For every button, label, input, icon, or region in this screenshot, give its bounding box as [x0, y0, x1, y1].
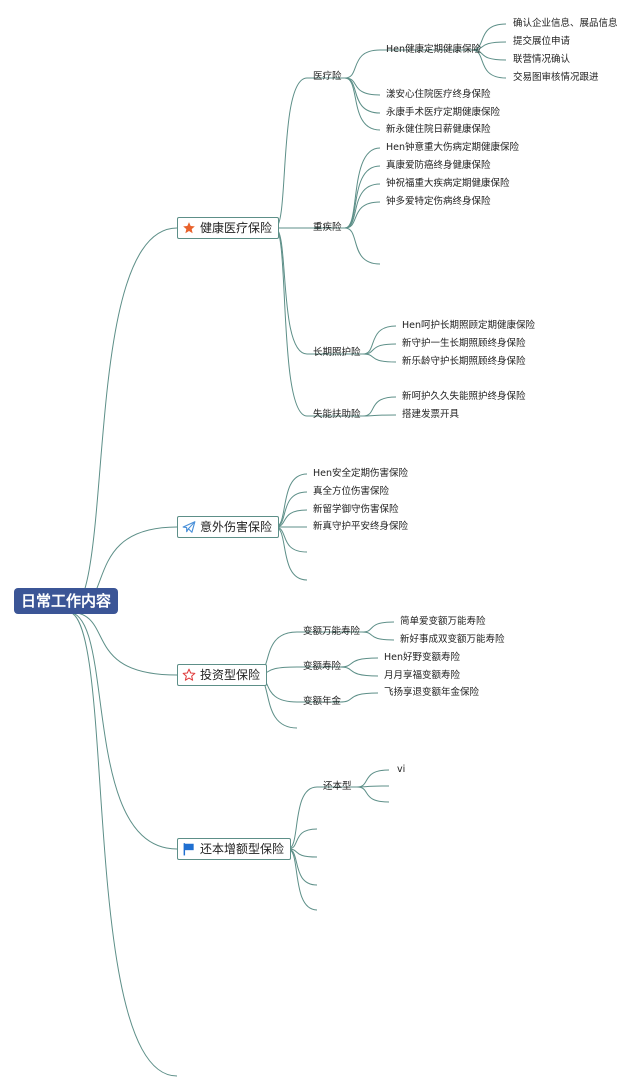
node-long-term-care[interactable]: 长期照护险 [313, 347, 361, 358]
variable-connector [339, 657, 379, 668]
branch-label: 还本增额型保险 [200, 842, 285, 856]
star-icon [182, 221, 196, 235]
root-connector [67, 611, 178, 850]
critical-connector [344, 147, 381, 229]
branch-label: 健康医疗保险 [200, 221, 273, 235]
ltc-connector [362, 353, 397, 363]
refund-connector [287, 848, 318, 911]
node-universal-life[interactable]: 变额万能寿险 [303, 626, 361, 637]
leaf-item[interactable]: 真康爱防癌终身健康保险 [386, 160, 491, 171]
leaf-item[interactable]: 新乐龄守护长期照顾终身保险 [402, 356, 526, 367]
leaf-item[interactable]: 提交展位申请 [513, 36, 571, 47]
leaf-item[interactable]: 新好事成双变额万能寿险 [400, 634, 505, 645]
leaf-item[interactable]: 联营情况确认 [513, 54, 571, 65]
leaf-item[interactable]: 新呵护久久失能照护终身保险 [402, 391, 526, 402]
accident-connector [274, 526, 308, 581]
root-connector [67, 611, 178, 676]
health-connector [274, 227, 308, 355]
leaf-item[interactable]: 月月享福变额寿险 [384, 670, 461, 681]
leaf-item[interactable]: 新真守护平安终身保险 [313, 521, 409, 532]
critical-connector [344, 183, 381, 229]
leaf-item[interactable]: 永康手术医疗定期健康保险 [386, 107, 501, 118]
node-medical-sub[interactable]: Hen健康定期健康保险 [386, 44, 482, 55]
node-disability[interactable]: 失能扶助险 [313, 409, 361, 420]
root-connector [67, 611, 178, 1077]
medical-connector [344, 49, 381, 79]
branch-accident-insurance[interactable]: 意外伤害保险 [177, 516, 280, 538]
medical-connector [344, 77, 381, 131]
leaf-item[interactable]: Hen钟意重大伤病定期健康保险 [386, 142, 520, 153]
leaf-item[interactable]: vi [397, 764, 406, 775]
node-refund-type[interactable]: 还本型 [323, 781, 352, 792]
annuity-connector [339, 692, 379, 703]
variable-connector [339, 666, 379, 677]
ltc-connector [362, 325, 397, 355]
node-medical[interactable]: 医疗险 [313, 71, 342, 82]
leaf-item[interactable]: 交易图审核情况跟进 [513, 72, 599, 83]
leaf-item[interactable]: 简单爱变额万能寿险 [400, 616, 486, 627]
health-connector [274, 77, 308, 229]
star-outline-icon [182, 668, 196, 682]
branch-refund-insurance[interactable]: 还本增额型保险 [177, 838, 292, 860]
branch-label: 投资型保险 [200, 668, 261, 682]
health-connector [274, 227, 308, 417]
disability-connector [362, 414, 397, 417]
critical-connector [344, 227, 381, 265]
accident-connector [274, 491, 308, 528]
medical-sub-connector [471, 49, 507, 79]
critical-connector [344, 165, 381, 229]
branch-health-insurance[interactable]: 健康医疗保险 [177, 217, 280, 239]
node-variable-life[interactable]: 变额寿险 [303, 661, 342, 672]
leaf-item[interactable]: 搭建发票开具 [402, 409, 460, 420]
refund-connector [287, 786, 318, 850]
root-connector [67, 227, 178, 613]
branch-label: 意外伤害保险 [200, 520, 273, 534]
disability-connector [362, 396, 397, 417]
universal-connector [361, 621, 395, 633]
root-node[interactable]: 日常工作内容 [14, 588, 118, 614]
refund-connector [287, 848, 318, 886]
leaf-item[interactable]: 确认企业信息、展品信息 [513, 18, 618, 29]
refund-type-connector [356, 786, 390, 803]
leaf-item[interactable]: 钟祝福重大疾病定期健康保险 [386, 178, 510, 189]
leaf-item[interactable]: 新永健住院日薪健康保险 [386, 124, 491, 135]
branch-investment-insurance[interactable]: 投资型保险 [177, 664, 268, 686]
leaf-item[interactable]: 钟多爱特定伤病终身保险 [386, 196, 491, 207]
flag-icon [182, 842, 196, 856]
universal-connector [361, 631, 395, 641]
leaf-item[interactable]: 新留学御守伤害保险 [313, 504, 399, 515]
leaf-item[interactable]: 飞扬享退变额年金保险 [384, 687, 480, 698]
leaf-item[interactable]: 真全方位伤害保险 [313, 486, 390, 497]
leaf-item[interactable]: Hen安全定期伤害保险 [313, 468, 409, 479]
paper-plane-icon [182, 520, 196, 534]
node-variable-annuity[interactable]: 变额年金 [303, 696, 342, 707]
node-critical-illness[interactable]: 重疾险 [313, 222, 342, 233]
critical-connector [344, 201, 381, 229]
leaf-item[interactable]: 漾安心住院医疗终身保险 [386, 89, 491, 100]
leaf-item[interactable]: Hen呵护长期照顾定期健康保险 [402, 320, 536, 331]
medical-connector [344, 77, 381, 114]
leaf-item[interactable]: Hen好野变额寿险 [384, 652, 461, 663]
accident-connector [274, 473, 308, 528]
leaf-item[interactable]: 新守护一生长期照顾终身保险 [402, 338, 526, 349]
refund-type-connector [356, 769, 390, 788]
